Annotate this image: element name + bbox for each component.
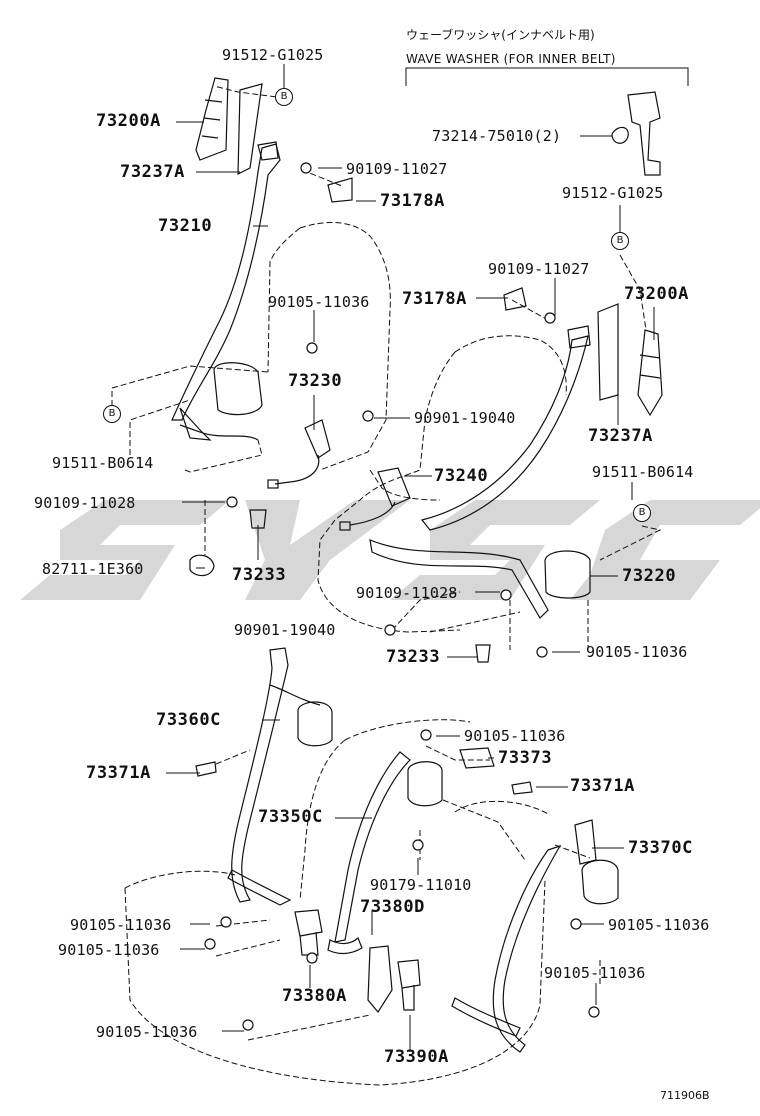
part-label[interactable]: 90109-11028	[356, 584, 458, 602]
buckle-73230	[304, 419, 331, 459]
anchor-73200A-b	[637, 329, 663, 417]
part-label[interactable]: 73373	[498, 748, 553, 768]
part-label[interactable]: 90105-11036	[464, 727, 566, 745]
washer-inset	[611, 126, 629, 144]
part-label[interactable]: 90105-11036	[544, 964, 646, 982]
leader-lines	[166, 64, 655, 1050]
part-label[interactable]: 73178A	[402, 289, 468, 309]
part-label[interactable]: 90109-11028	[34, 494, 136, 512]
part-label[interactable]: 73240	[434, 466, 489, 486]
callout-b-marker: B	[275, 88, 293, 106]
clip-73371A-a	[195, 761, 217, 777]
belt-73220	[420, 335, 589, 531]
part-label[interactable]: 73178A	[380, 191, 446, 211]
watermark-logo	[20, 500, 760, 600]
part-label[interactable]: 91511-B0614	[592, 463, 694, 481]
part-label[interactable]: 82711-1E360	[42, 560, 144, 578]
belt-73370C	[492, 844, 562, 1053]
belt-73210	[171, 143, 281, 421]
part-label[interactable]: 90105-11036	[58, 941, 160, 959]
part-label[interactable]: 90109-11027	[488, 260, 590, 278]
buckle-73240	[377, 467, 411, 507]
part-label[interactable]: 73233	[232, 565, 287, 585]
part-label[interactable]: 73200A	[96, 111, 162, 131]
cover-73178A-a	[327, 177, 353, 203]
retractor-73220	[544, 550, 591, 599]
callout-b-marker: B	[103, 405, 121, 423]
clip-82711	[189, 554, 215, 577]
part-label[interactable]: 73210	[158, 216, 213, 236]
retractor-73210	[213, 362, 263, 416]
anchor-73200A-a	[195, 77, 229, 161]
clip-73371A-b	[511, 781, 533, 795]
inset-header-jp: ウェーブワッシャ(インナベルト用)	[406, 28, 595, 42]
part-label[interactable]: 73220	[622, 566, 677, 586]
part-label[interactable]: 73214-75010(2)	[432, 127, 562, 145]
cover-73237A-b	[597, 303, 619, 401]
belt-73360C	[231, 647, 289, 903]
part-label[interactable]: 90901-19040	[414, 409, 516, 427]
part-label[interactable]: 73380D	[360, 897, 426, 917]
buckle-73380D	[367, 945, 393, 1014]
bolts	[204, 162, 600, 1031]
part-label[interactable]: 73230	[288, 371, 343, 391]
cover-73237A-a	[237, 83, 263, 175]
part-label[interactable]: 73370C	[628, 838, 694, 858]
part-label[interactable]: 90901-19040	[234, 621, 336, 639]
callout-b-marker: B	[611, 232, 629, 250]
part-label[interactable]: 73371A	[86, 763, 152, 783]
buckle-73390A	[397, 959, 421, 989]
plate-73233-b	[475, 644, 491, 663]
part-label[interactable]: 90105-11036	[608, 916, 710, 934]
part-label[interactable]: 91511-B0614	[52, 454, 154, 472]
part-label[interactable]: 73237A	[588, 426, 654, 446]
cover-73373	[459, 747, 495, 769]
callout-b-marker: B	[633, 504, 651, 522]
part-label[interactable]: 90109-11027	[346, 160, 448, 178]
part-label[interactable]: 90105-11036	[70, 916, 172, 934]
part-label[interactable]: 90105-11036	[96, 1023, 198, 1041]
buckle-73380A	[294, 909, 323, 937]
part-label[interactable]: 73350C	[258, 807, 324, 827]
inset-header-en: WAVE WASHER (FOR INNER BELT)	[406, 52, 616, 66]
part-label[interactable]: 73237A	[120, 162, 186, 182]
part-label[interactable]: 90105-11036	[586, 643, 688, 661]
figure-code: 711906B	[660, 1089, 710, 1102]
part-label[interactable]: 73200A	[624, 284, 690, 304]
part-label[interactable]: 73360C	[156, 710, 222, 730]
retractor-73370C	[581, 859, 619, 905]
retractor-73350C	[407, 761, 443, 807]
part-label[interactable]: 73390A	[384, 1047, 450, 1067]
part-label[interactable]: 91512-G1025	[562, 184, 664, 202]
belt-assemblies	[171, 77, 663, 1053]
inset-bracket	[405, 67, 689, 86]
inner-buckle-inset	[627, 91, 661, 176]
retractor-73360C	[297, 701, 333, 747]
part-label[interactable]: 91512-G1025	[222, 46, 324, 64]
dashed-reference-lines	[111, 85, 662, 1041]
part-label[interactable]: 90179-11010	[370, 876, 472, 894]
part-label[interactable]: 73371A	[570, 776, 636, 796]
part-label[interactable]: 90105-11036	[268, 293, 370, 311]
part-label[interactable]: 73380A	[282, 986, 348, 1006]
part-label[interactable]: 73233	[386, 647, 441, 667]
plate-73233-a	[249, 509, 267, 529]
cover-73178A-b	[503, 287, 527, 311]
